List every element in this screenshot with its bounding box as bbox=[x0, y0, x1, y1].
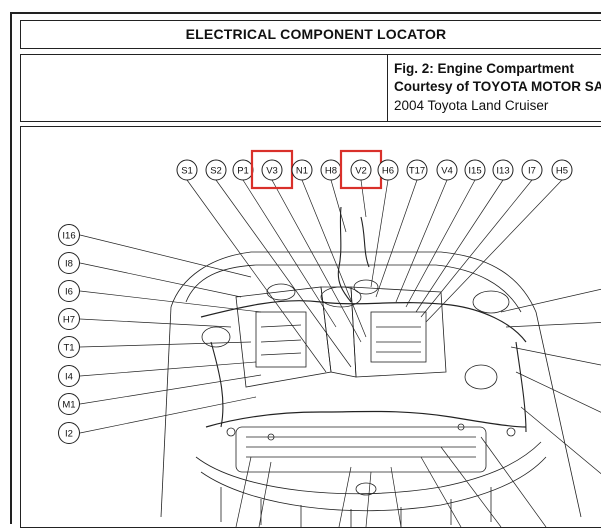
callout-label: M1 bbox=[62, 400, 75, 411]
callout-label: V4 bbox=[441, 166, 453, 177]
callout-label: I2 bbox=[65, 429, 73, 440]
callout-v4: V4 bbox=[436, 159, 458, 181]
leader-h7 bbox=[79, 318, 232, 328]
callout-labels: S1 S2 P1 V3 N1 H8 V2 H6 T17 V4 I15 I13 I7 H5I16I8I6H7… bbox=[58, 149, 573, 444]
callout-s2: S2 bbox=[205, 159, 227, 181]
figure-info-row: Fig. 2: Engine Compartment Courtesy of T… bbox=[20, 54, 601, 122]
callout-label: H7 bbox=[63, 315, 75, 326]
callout-label: I15 bbox=[468, 166, 481, 177]
bottom-leaders bbox=[235, 288, 601, 527]
callout-i7: I7 bbox=[521, 159, 543, 181]
leader-h5 bbox=[425, 179, 563, 323]
leader-h8 bbox=[330, 179, 347, 233]
callout-i4: I4 bbox=[58, 365, 80, 387]
callout-i6: I6 bbox=[58, 280, 80, 302]
callout-label: V2 bbox=[355, 166, 367, 177]
figure-courtesy: Courtesy of TOYOTA MOTOR SA bbox=[394, 79, 601, 94]
leader-m1 bbox=[79, 374, 262, 405]
figure-vehicle: 2004 Toyota Land Cruiser bbox=[394, 98, 549, 113]
callout-i15: I15 bbox=[464, 159, 486, 181]
engine-compartment-diagram: S1 S2 P1 V3 N1 H8 V2 H6 T17 V4 I15 I13 I7 H5I16I8I6H7… bbox=[58, 149, 601, 527]
leader-i8 bbox=[79, 262, 242, 298]
leader-i16 bbox=[79, 234, 252, 278]
callout-label: I16 bbox=[62, 231, 75, 242]
page-title: ELECTRICAL COMPONENT LOCATOR bbox=[185, 26, 447, 42]
callout-m1: M1 bbox=[58, 393, 80, 415]
callout-label: T17 bbox=[409, 166, 425, 177]
callout-label: T1 bbox=[63, 343, 74, 354]
callout-h6: H6 bbox=[377, 159, 399, 181]
callout-s1: S1 bbox=[176, 159, 198, 181]
leader-i13 bbox=[415, 179, 504, 313]
leader-i2 bbox=[79, 396, 257, 434]
callout-label: I7 bbox=[528, 166, 536, 177]
leader-h6 bbox=[370, 179, 389, 288]
leader-i4 bbox=[79, 361, 257, 377]
callout-label: I6 bbox=[65, 287, 73, 298]
title-row: ELECTRICAL COMPONENT LOCATOR bbox=[20, 20, 601, 49]
callout-i16: I16 bbox=[58, 224, 80, 246]
callout-label: S2 bbox=[210, 166, 222, 177]
leader-n1 bbox=[301, 179, 367, 338]
callout-h8: H8 bbox=[320, 159, 342, 181]
callout-label: I4 bbox=[65, 372, 73, 383]
leader-p1 bbox=[242, 179, 337, 328]
callout-i8: I8 bbox=[58, 252, 80, 274]
callout-i13: I13 bbox=[492, 159, 514, 181]
leader-t1 bbox=[79, 341, 252, 348]
callout-v3: V3 bbox=[250, 149, 294, 190]
leader-t17 bbox=[375, 179, 418, 298]
callout-label: S1 bbox=[181, 166, 193, 177]
callout-n1: N1 bbox=[291, 159, 313, 181]
document-frame bbox=[10, 12, 601, 524]
callout-label: N1 bbox=[296, 166, 308, 177]
leader-v4 bbox=[395, 179, 448, 303]
callout-i2: I2 bbox=[58, 422, 80, 444]
leader-s1 bbox=[186, 179, 327, 373]
callout-t17: T17 bbox=[406, 159, 428, 181]
callout-label: H8 bbox=[325, 166, 337, 177]
engine-illustration bbox=[160, 206, 582, 527]
callout-label: V3 bbox=[266, 166, 278, 177]
info-divider bbox=[387, 55, 388, 121]
leader-i7 bbox=[420, 179, 533, 318]
callout-t1: T1 bbox=[58, 336, 80, 358]
callout-v2: V2 bbox=[339, 149, 383, 190]
figure-title: Fig. 2: Engine Compartment bbox=[394, 61, 575, 76]
leader-v2 bbox=[360, 179, 367, 218]
callout-label: I8 bbox=[65, 259, 73, 270]
callout-h5: H5 bbox=[551, 159, 573, 181]
callout-label: P1 bbox=[237, 166, 249, 177]
leader-v3 bbox=[271, 179, 362, 343]
callout-p1: P1 bbox=[232, 159, 254, 181]
callout-label: H6 bbox=[382, 166, 394, 177]
leader-s2 bbox=[215, 179, 352, 368]
leader-i6 bbox=[79, 290, 262, 313]
callout-h7: H7 bbox=[58, 308, 80, 330]
callout-label: I13 bbox=[496, 166, 509, 177]
callout-leaders bbox=[79, 179, 563, 434]
leader-i15 bbox=[405, 179, 476, 308]
callout-label: H5 bbox=[556, 166, 568, 177]
